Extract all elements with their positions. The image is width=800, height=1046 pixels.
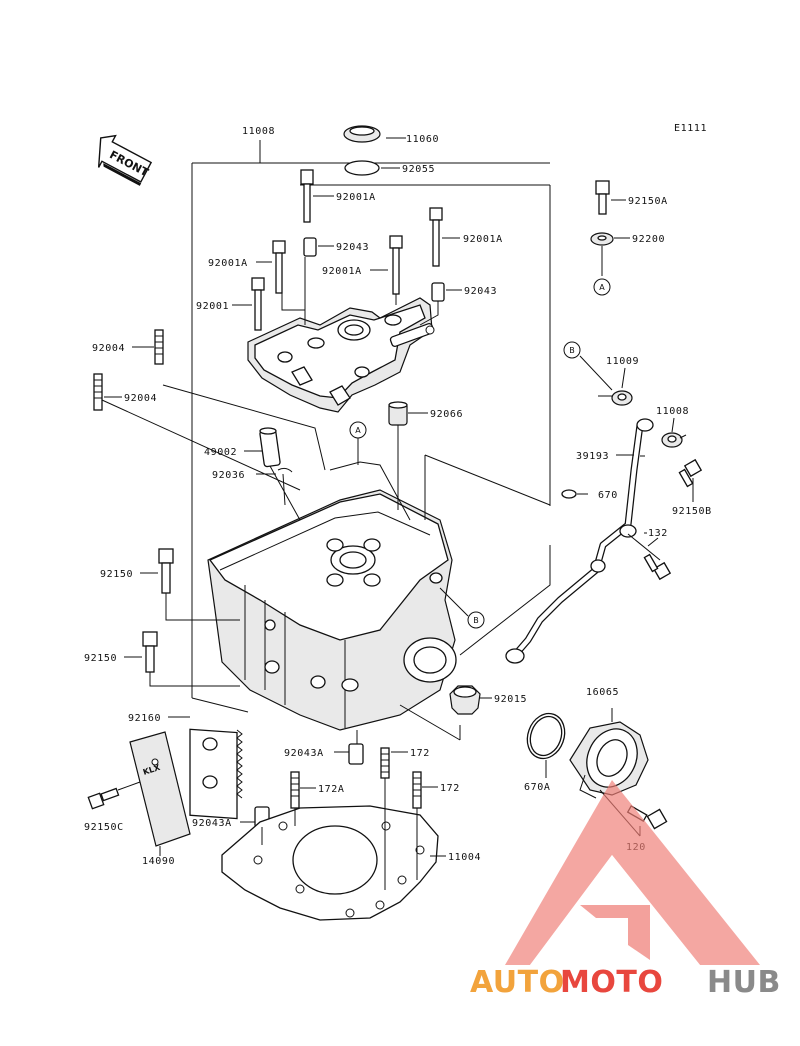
dowel-92043A-a bbox=[348, 743, 364, 765]
callout-132: 132 bbox=[648, 528, 668, 539]
svg-text:A: A bbox=[355, 426, 361, 435]
callout-14090: 14090 bbox=[142, 856, 175, 867]
dowel-92043-top bbox=[303, 237, 317, 257]
ref-b-top: B bbox=[563, 341, 581, 359]
callout-11004: 11004 bbox=[448, 852, 481, 863]
o-ring-670A bbox=[526, 712, 566, 760]
stud-172-a bbox=[380, 747, 390, 779]
ref-b-mid: B bbox=[467, 611, 485, 629]
callout-92150A: 92150A bbox=[628, 196, 668, 207]
callout-11009: 11009 bbox=[606, 356, 639, 367]
bolt-92001 bbox=[251, 277, 265, 331]
plate-14090: KLX bbox=[129, 731, 191, 847]
callout-92150C: 92150C bbox=[84, 822, 124, 833]
washer-11008 bbox=[661, 432, 683, 448]
callout-92001A-left: 92001A bbox=[208, 258, 248, 269]
bolt-92150B bbox=[678, 458, 703, 488]
stud-172-b bbox=[412, 771, 422, 809]
callout-92150B: 92150B bbox=[672, 506, 712, 517]
callout-92200: 92200 bbox=[632, 234, 665, 245]
bolt-92150-b bbox=[142, 631, 158, 673]
front-arrow-icon: FRONT bbox=[97, 134, 153, 186]
dowel-92043-mid bbox=[431, 282, 445, 302]
svg-text:B: B bbox=[473, 616, 479, 625]
bolt-92001A-left bbox=[272, 240, 286, 294]
watermark-text: AUTO MOTO HUB bbox=[470, 965, 781, 1000]
cam-cap-assembly bbox=[247, 297, 435, 413]
svg-text:A: A bbox=[599, 283, 605, 292]
callout-172A: 172A bbox=[318, 784, 344, 795]
callout-11008: 11008 bbox=[242, 126, 275, 137]
callout-92036: 92036 bbox=[212, 470, 245, 481]
callout-92160: 92160 bbox=[128, 713, 161, 724]
stud-92004-a bbox=[154, 329, 164, 365]
oil-pipe-39193 bbox=[505, 418, 654, 664]
o-ring-92055 bbox=[344, 160, 380, 176]
seal-11060 bbox=[343, 125, 381, 143]
stud-92004-b bbox=[93, 373, 103, 411]
callout-172-a: 172 bbox=[410, 748, 430, 759]
gasket-92160 bbox=[189, 728, 243, 820]
callout-92001A-mid: 92001A bbox=[322, 266, 362, 277]
callout-92004-a: 92004 bbox=[92, 343, 125, 354]
callout-172-b: 172 bbox=[440, 783, 460, 794]
watermark-hub: HUB bbox=[707, 965, 781, 1000]
bolt-92150C bbox=[87, 787, 120, 810]
svg-text:B: B bbox=[569, 346, 575, 355]
cylinder-head bbox=[207, 489, 457, 731]
callout-39193: 39193 bbox=[576, 451, 609, 462]
callout-92066: 92066 bbox=[430, 409, 463, 420]
callout-92043-mid: 92043 bbox=[464, 286, 497, 297]
callout-92001: 92001 bbox=[196, 301, 229, 312]
o-ring-670 bbox=[561, 489, 577, 499]
callout-92150-b: 92150 bbox=[84, 653, 117, 664]
callout-16065: 16065 bbox=[586, 687, 619, 698]
guide-49002 bbox=[259, 427, 281, 468]
gasket-11004 bbox=[221, 805, 439, 921]
bolt-92150-a bbox=[158, 548, 174, 594]
callout-670A: 670A bbox=[524, 782, 550, 793]
stud-172A bbox=[290, 771, 300, 809]
callout-670: 670 bbox=[598, 490, 618, 501]
watermark-moto: MOTO bbox=[560, 965, 663, 1000]
watermark-logo bbox=[505, 780, 760, 965]
callout-92004-b: 92004 bbox=[124, 393, 157, 404]
bolt-92001A-top bbox=[300, 169, 314, 223]
callout-49002: 49002 bbox=[204, 447, 237, 458]
callout-92015: 92015 bbox=[494, 694, 527, 705]
callout-92043A-a: 92043A bbox=[284, 748, 324, 759]
callout-92043-top: 92043 bbox=[336, 242, 369, 253]
ref-a-mid: A bbox=[349, 421, 367, 439]
ref-a-top: A bbox=[593, 278, 611, 296]
clip-92036 bbox=[277, 467, 293, 473]
bolt-132 bbox=[643, 553, 672, 581]
callout-92001A-top: 92001A bbox=[336, 192, 376, 203]
dowel-92066 bbox=[388, 401, 408, 426]
bolt-92001A-right bbox=[429, 207, 443, 267]
watermark-auto: AUTO bbox=[470, 965, 565, 1000]
callout-11008-right: 11008 bbox=[656, 406, 689, 417]
washer-92200 bbox=[590, 232, 614, 246]
bolt-92001A-mid bbox=[389, 235, 403, 295]
callout-92150-a: 92150 bbox=[100, 569, 133, 580]
callout-92055: 92055 bbox=[402, 164, 435, 175]
cap-92015 bbox=[449, 685, 481, 715]
washer-11009 bbox=[611, 390, 633, 406]
diagram-code: E1111 bbox=[674, 123, 707, 134]
bolt-92150A bbox=[595, 180, 610, 215]
callout-92001A-right: 92001A bbox=[463, 234, 503, 245]
holder-16065 bbox=[569, 721, 649, 799]
callout-92043A-b: 92043A bbox=[192, 818, 232, 829]
callout-11060: 11060 bbox=[406, 134, 439, 145]
callouts: 11060 92055 11008 92001A 92043 92001A 92… bbox=[84, 126, 712, 867]
